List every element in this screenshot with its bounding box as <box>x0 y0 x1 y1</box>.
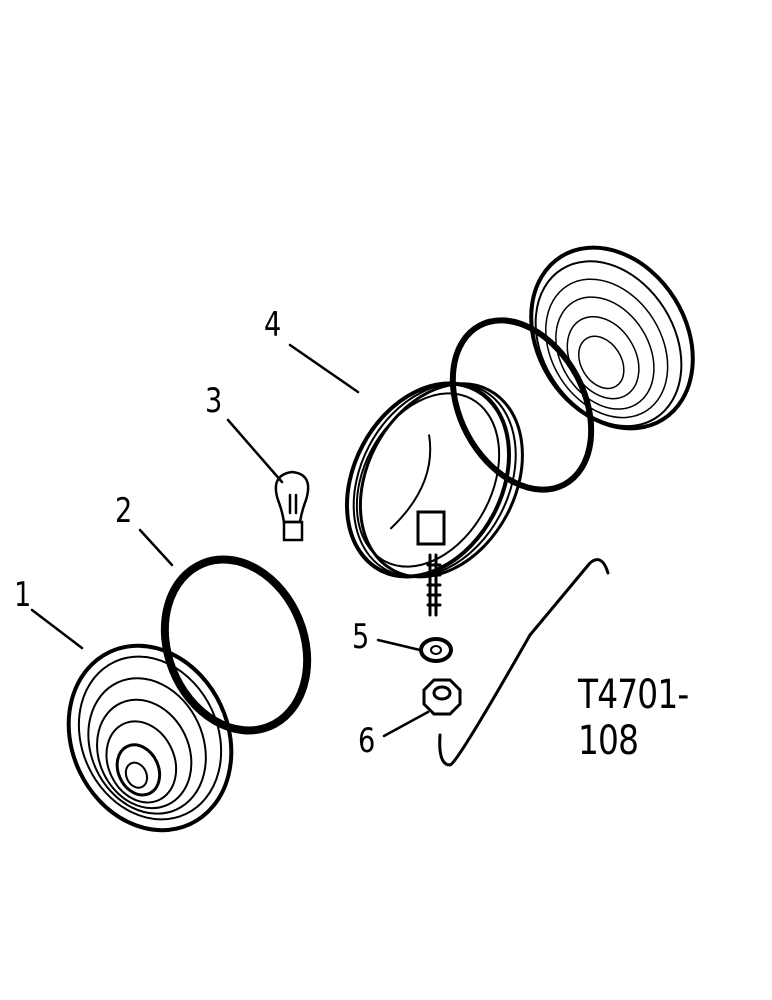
socket <box>416 510 446 546</box>
figure-code: T4701-108 <box>578 672 689 764</box>
part-3-bulb <box>274 470 310 542</box>
callout-4: 4 <box>264 305 282 345</box>
callout-1: 1 <box>14 575 32 615</box>
part-6-nut <box>422 678 462 716</box>
callout-2: 2 <box>115 491 133 531</box>
callout-3: 3 <box>205 381 223 421</box>
callout-5: 5 <box>352 617 370 657</box>
rear-cover <box>529 245 695 431</box>
leader-lines <box>30 343 430 738</box>
stud <box>426 553 442 617</box>
callout-6: 6 <box>358 721 376 761</box>
part-5-washer <box>419 637 453 663</box>
part-4-housing <box>344 381 524 579</box>
ground-wire <box>438 558 610 767</box>
part-1-lens <box>66 643 234 833</box>
rear-gasket <box>449 317 595 493</box>
part-2-gasket <box>160 555 312 735</box>
